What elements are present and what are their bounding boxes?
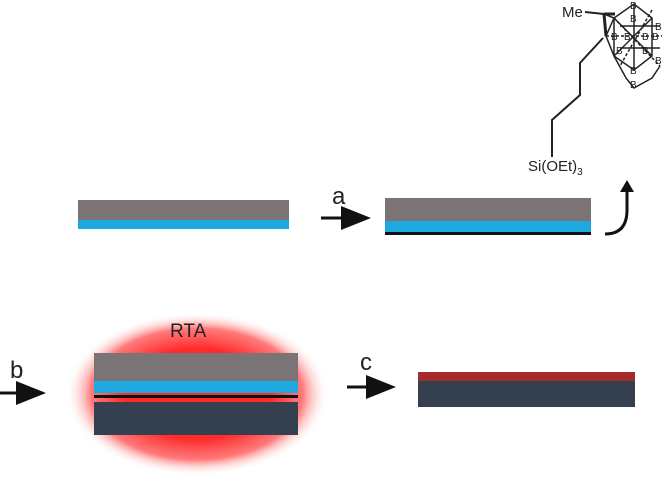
svg-text:B: B [630, 80, 637, 91]
doped-red-layer [418, 372, 635, 381]
silane-subscript: 3 [577, 167, 583, 178]
step-c-label: c [360, 349, 372, 376]
carborane-monolayer [94, 395, 298, 398]
svg-text:B: B [642, 32, 649, 43]
svg-text:B: B [642, 46, 649, 57]
carborane-cage [602, 3, 662, 89]
curved-arrow-icon [604, 186, 629, 236]
blue-layer [385, 221, 591, 232]
step-a-arrow: a [321, 183, 371, 230]
alkyl-chain [551, 37, 604, 157]
methyl-bond [584, 11, 605, 15]
functionalized-substrate [385, 198, 591, 235]
svg-text:B: B [630, 66, 637, 77]
rta-stack [94, 353, 298, 435]
methyl-label: Me [562, 4, 583, 21]
svg-text:B: B [616, 46, 623, 57]
svg-text:B: B [652, 32, 659, 43]
svg-text:B: B [624, 32, 631, 43]
step-a-label: a [332, 183, 346, 210]
grey-layer [385, 198, 591, 221]
carborane-silane-molecule: Me B B B B B B B B B B B B [528, 1, 662, 178]
dark-substrate [94, 402, 298, 435]
svg-text:B: B [655, 56, 662, 67]
svg-text:B: B [630, 14, 637, 25]
grey-layer [78, 200, 289, 220]
step-c-arrow: c [347, 349, 396, 399]
svg-text:B: B [655, 22, 662, 33]
initial-substrate [78, 200, 289, 229]
dark-substrate [418, 381, 635, 407]
svg-text:B: B [611, 32, 618, 43]
silane-label: Si(OEt)3 [528, 158, 583, 178]
rta-label: RTA [170, 321, 207, 342]
boron-atoms: B B B B B B B B B B B B [611, 1, 662, 91]
curved-arrow-head-icon [620, 180, 634, 192]
step-b-label: b [10, 357, 23, 384]
final-substrate [418, 372, 635, 407]
blue-layer [78, 220, 289, 229]
silane-prefix: Si(OEt) [528, 158, 577, 175]
carborane-monolayer [385, 232, 591, 235]
grey-layer [94, 353, 298, 381]
step-b-arrow: b [0, 357, 46, 405]
svg-text:B: B [630, 1, 637, 12]
blue-layer [94, 381, 298, 393]
